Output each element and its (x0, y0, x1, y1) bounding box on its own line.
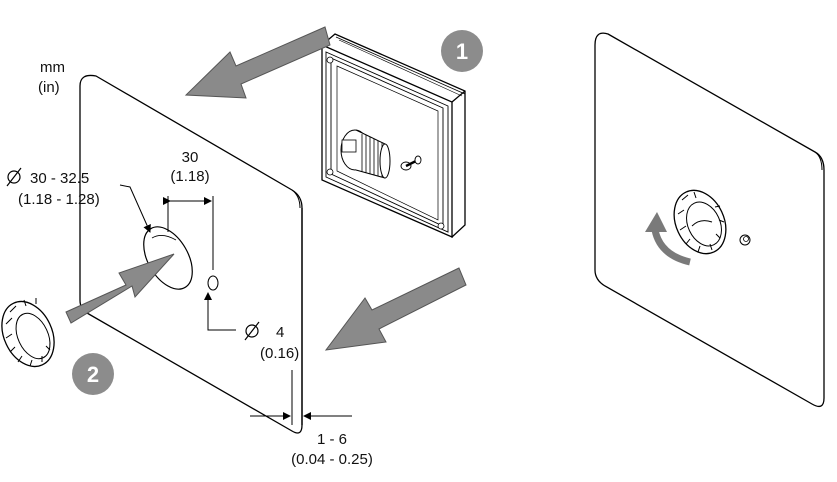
diameter-symbol (244, 321, 260, 341)
device-threaded-stem (340, 129, 391, 179)
hole-spacing-dimension-lines (163, 196, 214, 270)
units-mm: mm (40, 59, 65, 76)
device-pin (400, 155, 422, 171)
arrow-insert-device (184, 26, 331, 99)
step-number-1: 1 (456, 39, 468, 64)
panel-pin-hole (207, 275, 219, 291)
step-badge-1: 1 (441, 30, 483, 72)
lock-nut (1, 298, 55, 368)
arrow-insert-nut (65, 253, 175, 324)
device-housing (321, 33, 466, 238)
diameter-symbol (6, 167, 22, 187)
pin-hole-diameter-in: (0.16) (260, 345, 299, 362)
cutout-diameter-leader (119, 184, 151, 233)
panel-thickness-dimension-lines (250, 370, 352, 425)
panel-thickness-mm: 1 - 6 (317, 431, 347, 448)
rotate-arrow-icon (645, 212, 691, 266)
units-in: (in) (38, 79, 60, 96)
cutout-diameter-mm: 30 - 32.5 (30, 170, 89, 187)
assembled-pin (739, 234, 751, 246)
pin-hole-leader (204, 292, 236, 331)
step-badge-2: 2 (72, 353, 114, 395)
cutout-diameter-in: (1.18 - 1.28) (18, 191, 100, 208)
hole-spacing-in: (1.18) (170, 168, 209, 185)
pin-hole-diameter-mm: 4 (276, 324, 284, 341)
step-number-2: 2 (87, 362, 99, 387)
assembled-lock-nut (673, 189, 727, 255)
arrow-device-to-panel (324, 267, 467, 351)
hole-spacing-mm: 30 (182, 149, 199, 166)
panel-thickness-in: (0.04 - 0.25) (291, 451, 373, 468)
